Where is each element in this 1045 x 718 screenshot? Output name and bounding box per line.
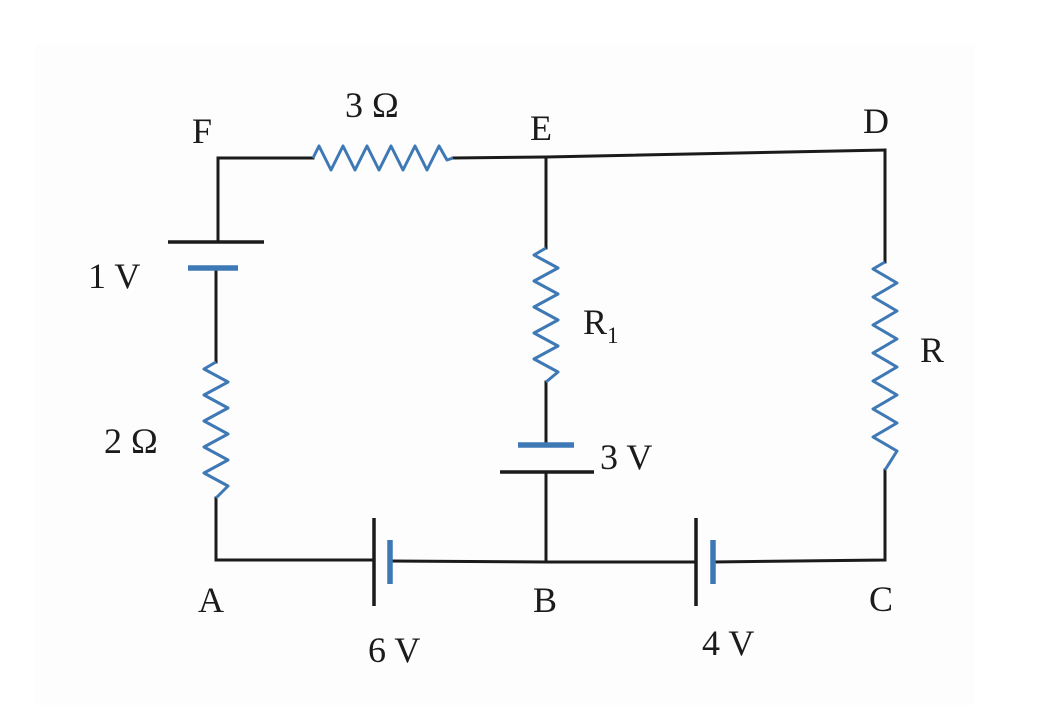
label-r1-subscript: 1 bbox=[607, 323, 619, 348]
node-label-f: F bbox=[192, 111, 212, 151]
resistor-2ohm bbox=[202, 360, 230, 500]
label-1v: 1 V bbox=[88, 256, 140, 296]
wires bbox=[214, 148, 887, 564]
battery-3v bbox=[500, 442, 594, 474]
battery-4v bbox=[694, 518, 716, 606]
label-4v: 4 V bbox=[702, 623, 754, 663]
label-r: R bbox=[920, 330, 944, 370]
resistor-3ohm bbox=[311, 144, 454, 172]
node-label-c: C bbox=[869, 579, 893, 619]
node-label-b: B bbox=[533, 580, 557, 620]
label-3v: 3 V bbox=[600, 437, 652, 477]
wire-a-corner bbox=[214, 496, 376, 562]
node-label-d: D bbox=[863, 101, 889, 141]
label-6v: 6 V bbox=[368, 630, 420, 670]
paper-background bbox=[35, 45, 975, 705]
wire-6v-to-b bbox=[388, 559, 548, 564]
battery-1v bbox=[168, 240, 264, 271]
resistor-r1 bbox=[532, 246, 560, 384]
node-label-e: E bbox=[530, 108, 552, 148]
label-r1: R1 bbox=[583, 302, 619, 348]
label-3ohm: 3 Ω bbox=[345, 85, 399, 125]
label-r1-symbol: R bbox=[583, 302, 607, 342]
battery-6v bbox=[372, 518, 393, 606]
node-label-a: A bbox=[198, 580, 224, 620]
wire-c-corner bbox=[711, 468, 887, 564]
label-2ohm: 2 Ω bbox=[104, 421, 158, 461]
resistor-r bbox=[871, 260, 899, 471]
